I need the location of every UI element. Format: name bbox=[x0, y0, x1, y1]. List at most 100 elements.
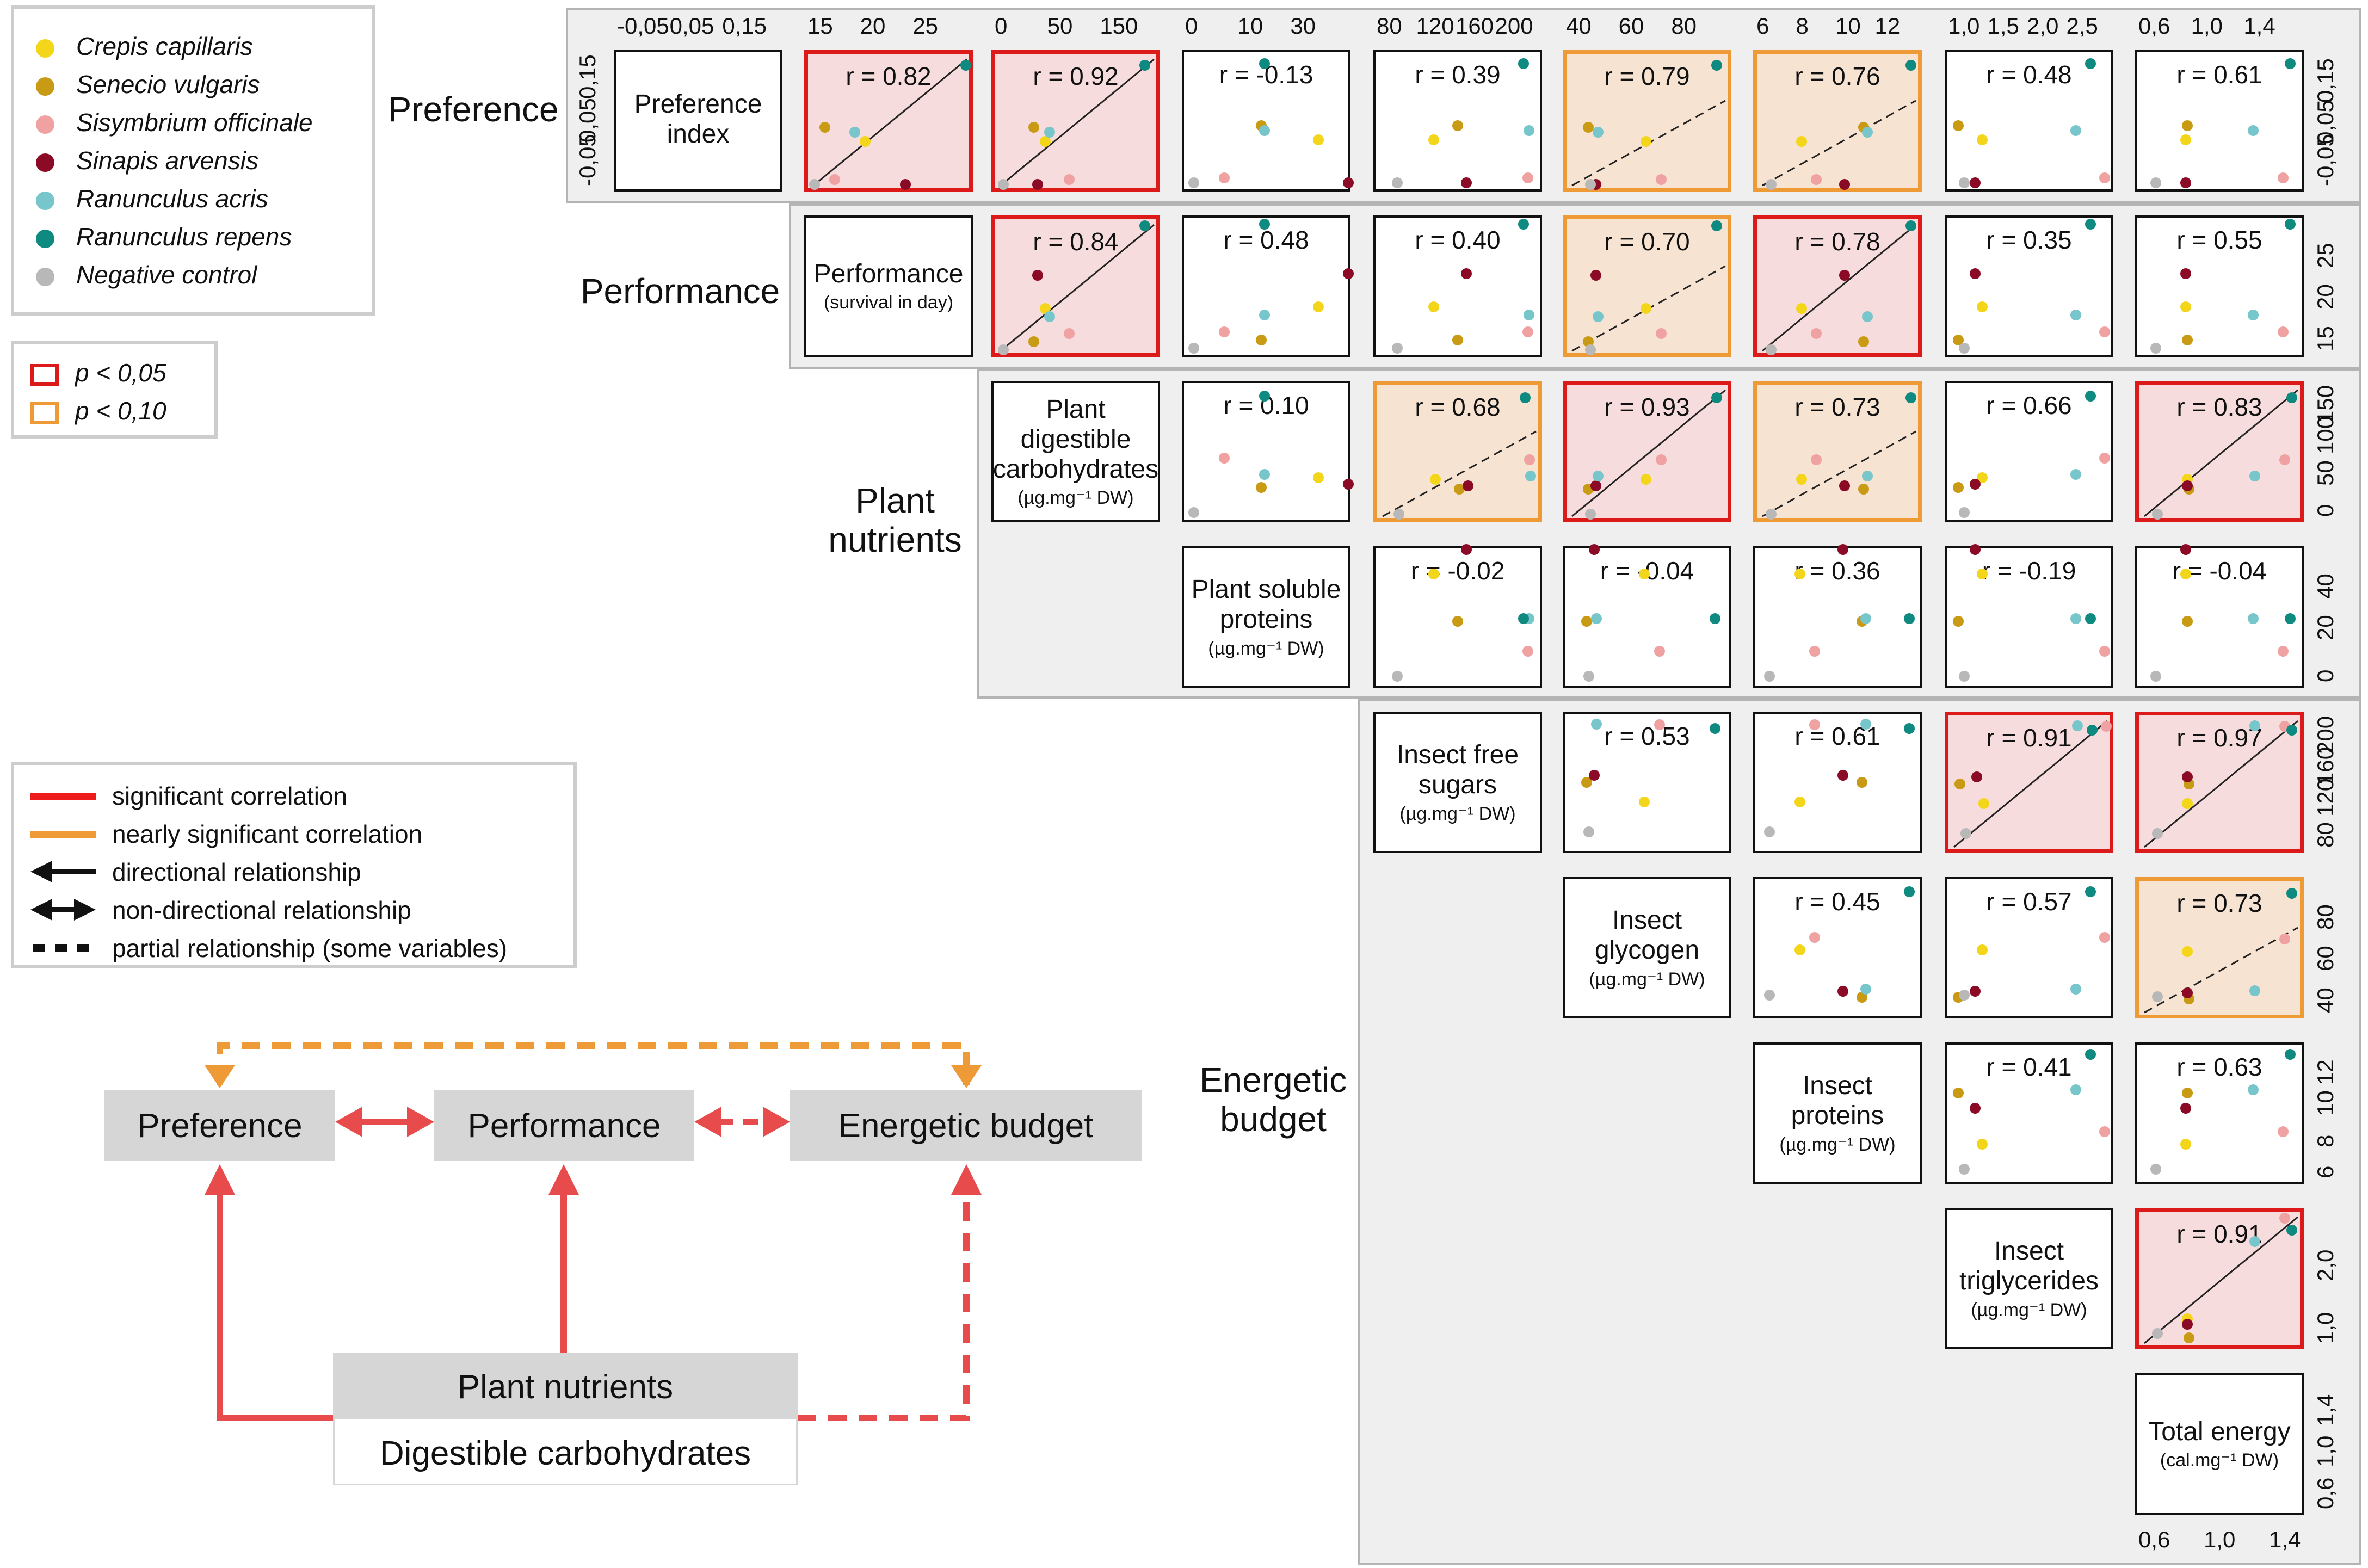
legend-dot bbox=[36, 77, 54, 96]
tick-label: 120 bbox=[1416, 13, 1454, 39]
data-point bbox=[1641, 303, 1652, 314]
line-legend: significant correlation nearly significa… bbox=[11, 762, 577, 968]
data-point bbox=[1862, 311, 1873, 323]
data-point bbox=[2249, 471, 2260, 481]
data-point bbox=[1862, 126, 1873, 138]
data-point bbox=[1905, 392, 1917, 403]
regression-line bbox=[1762, 224, 1916, 352]
diag-title: Preference index bbox=[634, 89, 762, 149]
data-point bbox=[1044, 311, 1055, 323]
tick-label: 1,0 bbox=[1948, 13, 1980, 39]
data-point bbox=[1763, 990, 1775, 1001]
legend-item: Ranunculus acris bbox=[36, 184, 268, 213]
data-point bbox=[2249, 1236, 2260, 1248]
data-point bbox=[1765, 179, 1777, 190]
data-point bbox=[1796, 474, 1807, 485]
tick-label: 25 bbox=[2312, 242, 2338, 268]
data-point bbox=[1969, 268, 1981, 280]
tick-label: 80 bbox=[2312, 822, 2338, 848]
legend-dot bbox=[36, 115, 54, 134]
legend-label: Negative control bbox=[76, 261, 257, 289]
data-point bbox=[2247, 1084, 2259, 1096]
data-point bbox=[1796, 136, 1807, 147]
scatter-cell: r = 0.48 bbox=[1945, 50, 2113, 192]
regression-line-layer bbox=[2144, 389, 2298, 517]
correlation-coefficient: r = 0.91 bbox=[1986, 724, 2072, 752]
data-point bbox=[2180, 1139, 2192, 1150]
scatter-cell: r = 0.78 bbox=[1753, 215, 1922, 357]
data-point bbox=[1454, 484, 1465, 495]
data-point bbox=[1218, 326, 1230, 337]
data-point bbox=[2286, 1224, 2297, 1236]
diag-title: Plant digestible carbohydrates bbox=[992, 394, 1159, 484]
scatter-cell: r = 0.45 bbox=[1753, 877, 1922, 1018]
data-point bbox=[1343, 479, 1354, 490]
data-point bbox=[1656, 328, 1667, 339]
tick-label: 0,6 bbox=[2312, 1477, 2338, 1509]
correlation-coefficient: r = 0.35 bbox=[1986, 226, 2072, 254]
data-point bbox=[1259, 391, 1270, 402]
data-point bbox=[1028, 121, 1039, 133]
data-point bbox=[1969, 985, 1981, 997]
data-point bbox=[2180, 569, 2192, 580]
tick-label: 1,0 bbox=[2191, 13, 2223, 39]
regression-line-layer bbox=[1762, 430, 1916, 517]
tick-label: 40 bbox=[2312, 573, 2338, 599]
data-point bbox=[1585, 344, 1596, 355]
data-point bbox=[1763, 670, 1775, 682]
data-point bbox=[2070, 613, 2082, 624]
legend-dot bbox=[36, 153, 54, 172]
diag-title: Performance bbox=[813, 259, 964, 288]
legend-label: Sisymbrium officinale bbox=[76, 108, 313, 137]
regression-line bbox=[813, 58, 967, 187]
data-point bbox=[1811, 328, 1822, 339]
data-point bbox=[1522, 326, 1534, 337]
data-point bbox=[2182, 946, 2193, 957]
data-point bbox=[1581, 777, 1592, 788]
diag-unit: (µg.mg⁻¹ DW) bbox=[1779, 1134, 1896, 1155]
data-point bbox=[1428, 134, 1440, 146]
data-point bbox=[2278, 172, 2289, 184]
data-point bbox=[2284, 219, 2296, 230]
data-point bbox=[1188, 343, 1200, 354]
correlation-coefficient: r = 0.91 bbox=[2176, 1220, 2262, 1248]
group-label-performance: Performance bbox=[580, 271, 780, 311]
scatter-cell: r = 0.61 bbox=[2135, 50, 2304, 192]
correlation-coefficient: r = 0.61 bbox=[1794, 722, 1880, 750]
data-point bbox=[2182, 771, 2193, 782]
tick-label: 0,6 bbox=[2138, 13, 2170, 39]
data-point bbox=[2247, 310, 2259, 321]
data-point bbox=[2182, 798, 2193, 809]
correlation-coefficient: r = -0.04 bbox=[2172, 557, 2267, 585]
data-point bbox=[1953, 1087, 1964, 1098]
correlation-coefficient: r = 0.76 bbox=[1794, 62, 1880, 90]
correlation-coefficient: r = 0.82 bbox=[846, 62, 932, 90]
data-point bbox=[899, 179, 911, 190]
tick-label: 2,5 bbox=[2066, 13, 2098, 39]
legend-item: Ranunculus repens bbox=[36, 222, 292, 251]
data-point bbox=[2085, 391, 2096, 402]
tick-label: 15 bbox=[807, 13, 833, 39]
regression-line-layer bbox=[1382, 430, 1537, 517]
legend-dot bbox=[36, 39, 54, 58]
correlation-coefficient: r = 0.84 bbox=[1033, 227, 1119, 256]
tick-label: 20 bbox=[860, 13, 886, 39]
data-point bbox=[1656, 454, 1667, 465]
data-point bbox=[859, 136, 871, 147]
tick-label: 2,0 bbox=[2312, 1249, 2338, 1281]
data-point bbox=[2085, 1048, 2096, 1060]
data-point bbox=[1839, 270, 1851, 281]
data-point bbox=[2086, 724, 2098, 736]
legend-dot bbox=[36, 191, 54, 210]
arrowhead bbox=[205, 1164, 235, 1195]
diag-insect-free-sugars: Insect free sugars (µg.mg⁻¹ DW) bbox=[1373, 712, 1542, 853]
data-point bbox=[1837, 985, 1849, 997]
scatter-cell: r = 0.92 bbox=[991, 50, 1160, 192]
data-point bbox=[2182, 1087, 2193, 1098]
data-point bbox=[2151, 508, 2163, 520]
legend-item: Sisymbrium officinale bbox=[36, 108, 313, 137]
tick-label: 1,0 bbox=[2312, 1312, 2338, 1344]
data-point bbox=[2180, 134, 2192, 146]
tick-label: 0 bbox=[2312, 669, 2338, 682]
data-point bbox=[1218, 453, 1230, 464]
